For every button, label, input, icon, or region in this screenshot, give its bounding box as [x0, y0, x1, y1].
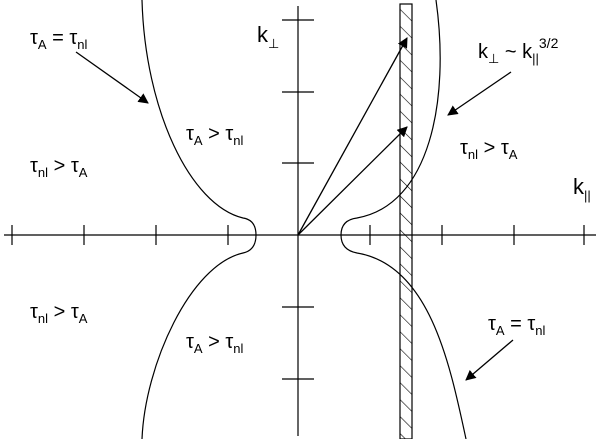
k-par-ticks [11, 225, 585, 245]
label-outer-left-lower: τnl > τA [30, 301, 88, 326]
label-scaling-relation: k⊥ ~ k||3/2 [478, 35, 559, 66]
boundary-upper-left [141, 0, 257, 236]
pointer-arrow-balance-lower-right [465, 339, 514, 381]
label-balance-lower-right: τA = τnl [488, 313, 546, 338]
boundary-upper-right [340, 0, 441, 236]
k-perp-ticks [282, 19, 314, 380]
boundary-lower-left [141, 234, 257, 439]
wavevector-arrow-lower [297, 126, 408, 236]
label-inner-lower: τA > τnl [186, 331, 244, 356]
k-perp-axis-label: k⊥ [257, 22, 279, 51]
k-par-axis-label: k|| [573, 174, 591, 203]
label-outer-left-upper: τnl > τA [30, 155, 88, 180]
pointer-arrow-balance-upper-left [75, 51, 149, 104]
label-inner-upper: τA > τnl [186, 123, 244, 148]
pointer-arrow-scaling [447, 71, 512, 116]
label-balance-upper-left: τA = τnl [30, 27, 88, 52]
wavevector-arrow-upper [297, 37, 408, 236]
label-outer-right-upper: τnl > τA [460, 137, 518, 162]
boundary-lower-right [340, 234, 467, 439]
hatched-band [399, 3, 413, 439]
